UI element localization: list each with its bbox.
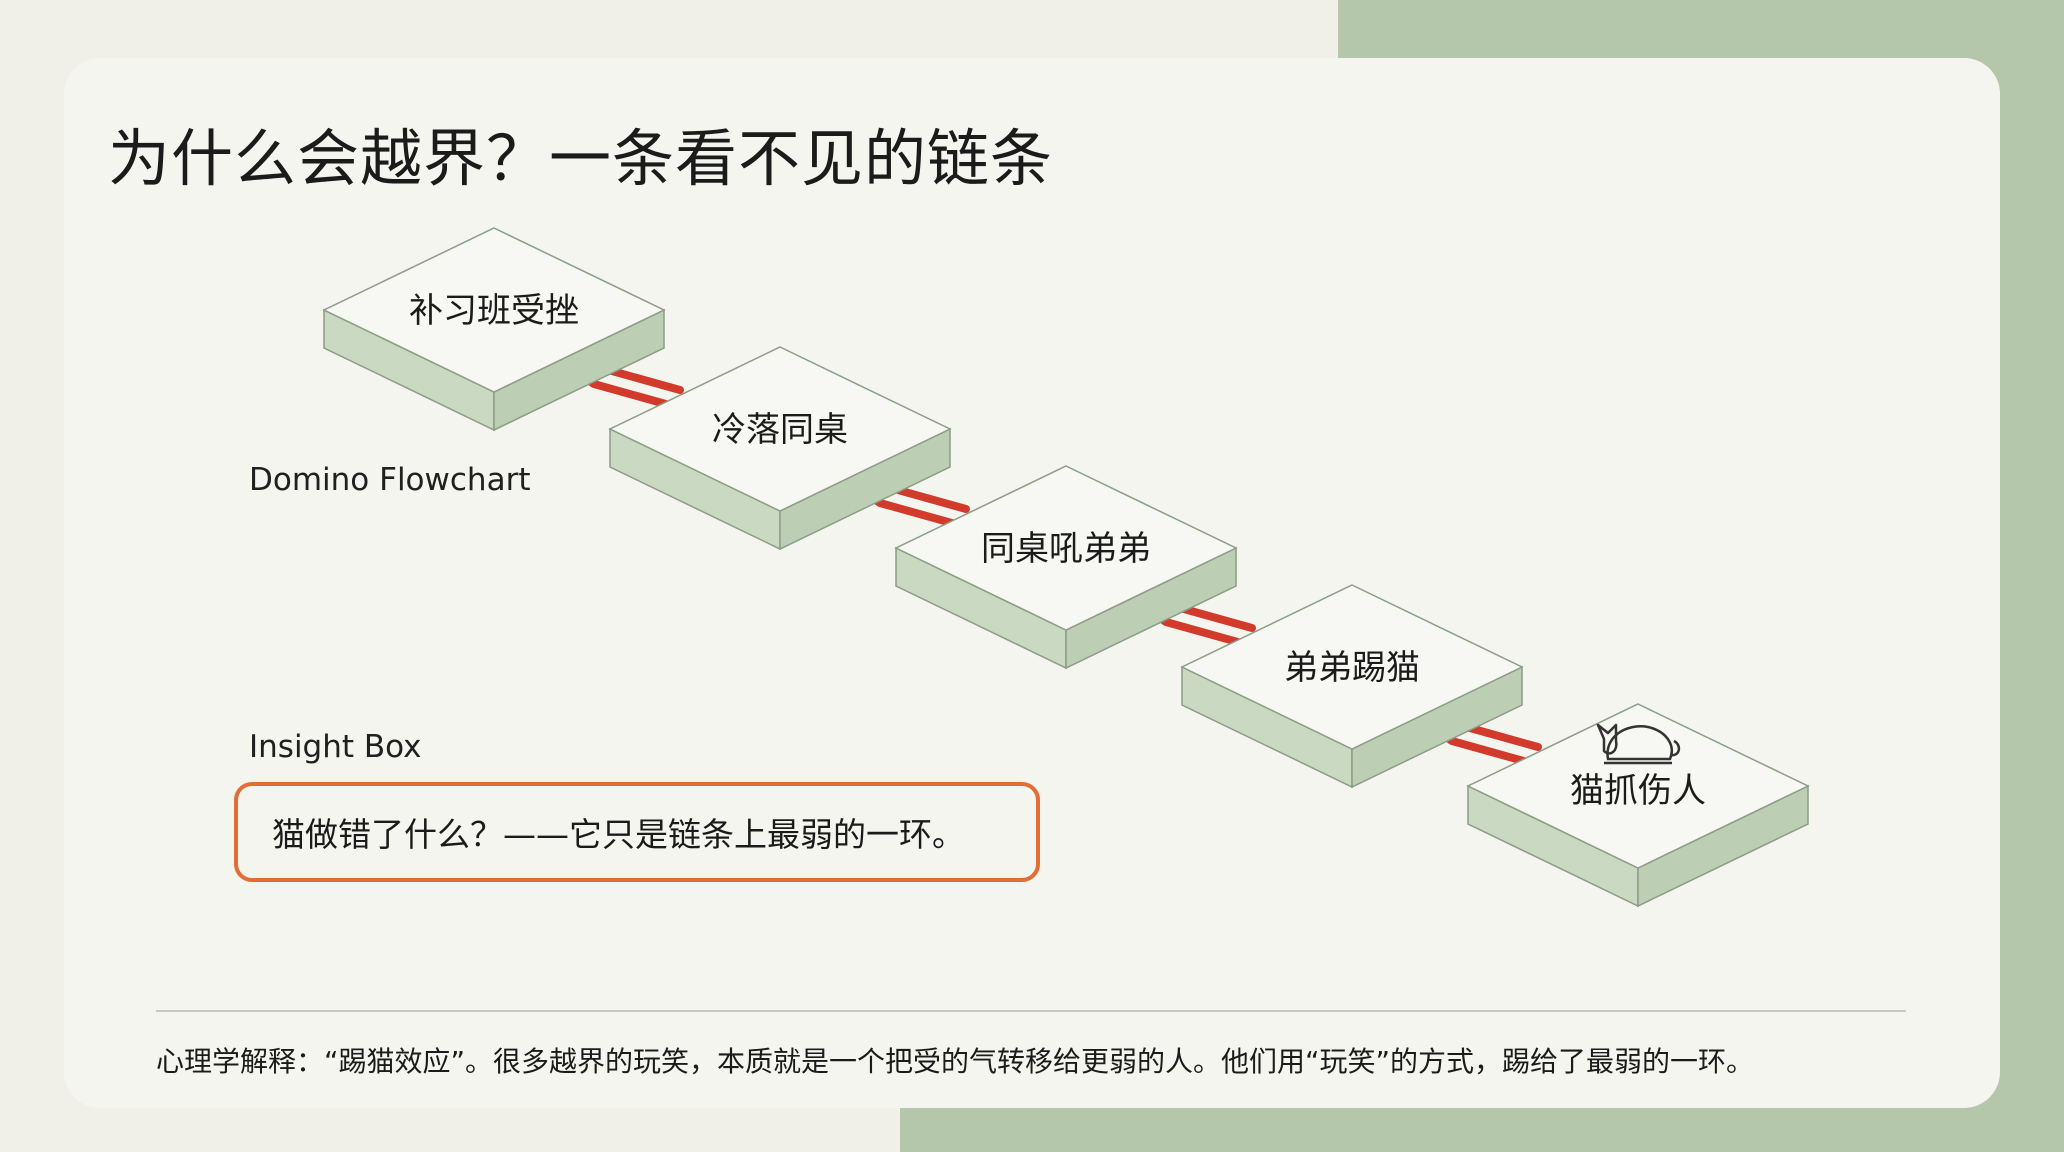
- tile-top: [608, 346, 952, 512]
- domino-tile: 猫抓伤人: [1466, 703, 1810, 908]
- page-title: 为什么会越界？一条看不见的链条: [108, 122, 1054, 195]
- domino-tile: 同桌吼弟弟: [894, 465, 1238, 670]
- flowchart-label: Domino Flowchart: [249, 462, 531, 498]
- footnote: 心理学解释：“踢猫效应”。很多越界的玩笑，本质就是一个把受的气转移给更弱的人。他…: [156, 1045, 1755, 1078]
- insight-text: 猫做错了什么？——它只是链条上最弱的一环。: [272, 815, 965, 854]
- tile-top: [894, 465, 1238, 631]
- tile-label: 冷落同桌: [712, 410, 848, 450]
- insight-label: Insight Box: [249, 729, 422, 765]
- tile-top: [1466, 703, 1810, 869]
- divider: [156, 1010, 1906, 1012]
- slide-card: 为什么会越界？一条看不见的链条 Domino Flowchart Insight…: [64, 58, 2000, 1108]
- domino-tile: 冷落同桌: [608, 346, 952, 551]
- tile-label: 猫抓伤人: [1570, 771, 1706, 811]
- tile-top: [1180, 584, 1524, 750]
- tile-label: 弟弟踢猫: [1284, 648, 1420, 688]
- tile-label: 同桌吼弟弟: [981, 529, 1151, 569]
- sleeping-cat-icon: [1596, 723, 1681, 765]
- insight-box: 猫做错了什么？——它只是链条上最弱的一环。: [234, 782, 1040, 882]
- tile-top: [322, 227, 666, 393]
- domino-tile: 补习班受挫: [322, 227, 666, 432]
- domino-tile: 弟弟踢猫: [1180, 584, 1524, 789]
- tile-label: 补习班受挫: [409, 291, 579, 331]
